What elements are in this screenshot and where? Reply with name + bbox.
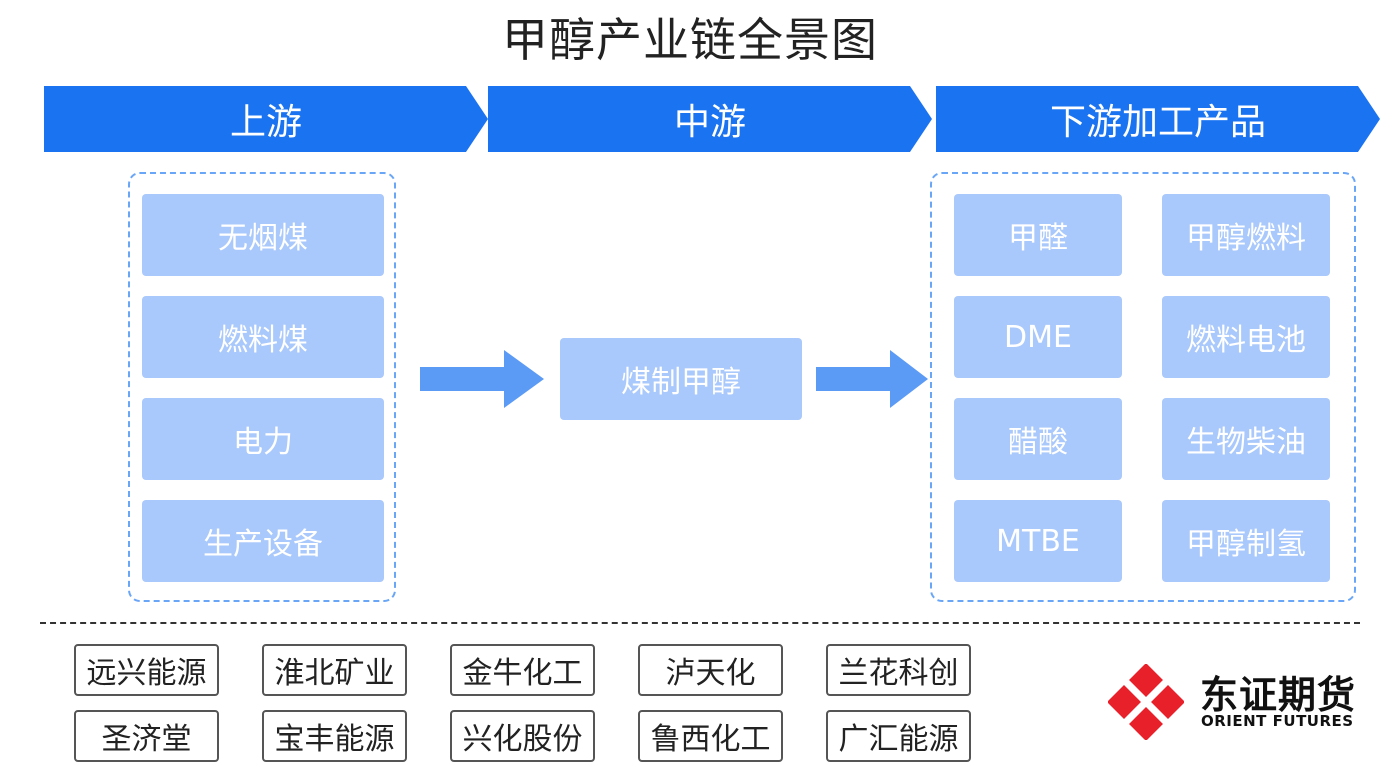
company-tag: 广汇能源	[826, 710, 971, 762]
downstream-item: 甲醇制氢	[1162, 500, 1330, 582]
orient-futures-logo-icon	[1108, 664, 1184, 740]
midstream-item: 煤制甲醇	[560, 338, 802, 420]
diagram-title: 甲醇产业链全景图	[502, 13, 878, 67]
upstream-item: 生产设备	[142, 500, 384, 582]
downstream-item: 生物柴油	[1162, 398, 1330, 480]
company-tag: 泸天化	[638, 644, 783, 696]
downstream-item: 甲醇燃料	[1162, 194, 1330, 276]
upstream-item: 燃料煤	[142, 296, 384, 378]
logo-name-en: ORIENT FUTURES	[1201, 712, 1354, 730]
downstream-group	[930, 172, 1356, 602]
section-divider	[40, 622, 1360, 624]
company-tag: 圣济堂	[74, 710, 219, 762]
flow-arrow-icon	[420, 350, 544, 408]
company-tag: 淮北矿业	[262, 644, 407, 696]
flow-arrow-icon	[816, 350, 928, 408]
company-tag: 兰花科创	[826, 644, 971, 696]
company-tag: 兴化股份	[450, 710, 595, 762]
stage-banner-downstream: 下游加工产品	[936, 86, 1380, 152]
company-tag: 鲁西化工	[638, 710, 783, 762]
stage-label-midstream: 中游	[673, 102, 746, 143]
downstream-item: DME	[954, 296, 1122, 378]
company-tag: 远兴能源	[74, 644, 219, 696]
stage-banner-midstream: 中游	[488, 86, 932, 152]
logo-name-cn: 东证期货	[1200, 673, 1357, 717]
upstream-group	[128, 172, 396, 602]
upstream-item: 电力	[142, 398, 384, 480]
stage-label-downstream: 下游加工产品	[1049, 102, 1266, 143]
downstream-item: 醋酸	[954, 398, 1122, 480]
upstream-item: 无烟煤	[142, 194, 384, 276]
company-tag: 宝丰能源	[262, 710, 407, 762]
downstream-item: 燃料电池	[1162, 296, 1330, 378]
company-tag: 金牛化工	[450, 644, 595, 696]
downstream-item: MTBE	[954, 500, 1122, 582]
downstream-item: 甲醛	[954, 194, 1122, 276]
stage-banner-upstream: 上游	[44, 86, 488, 152]
stage-label-upstream: 上游	[229, 102, 302, 143]
